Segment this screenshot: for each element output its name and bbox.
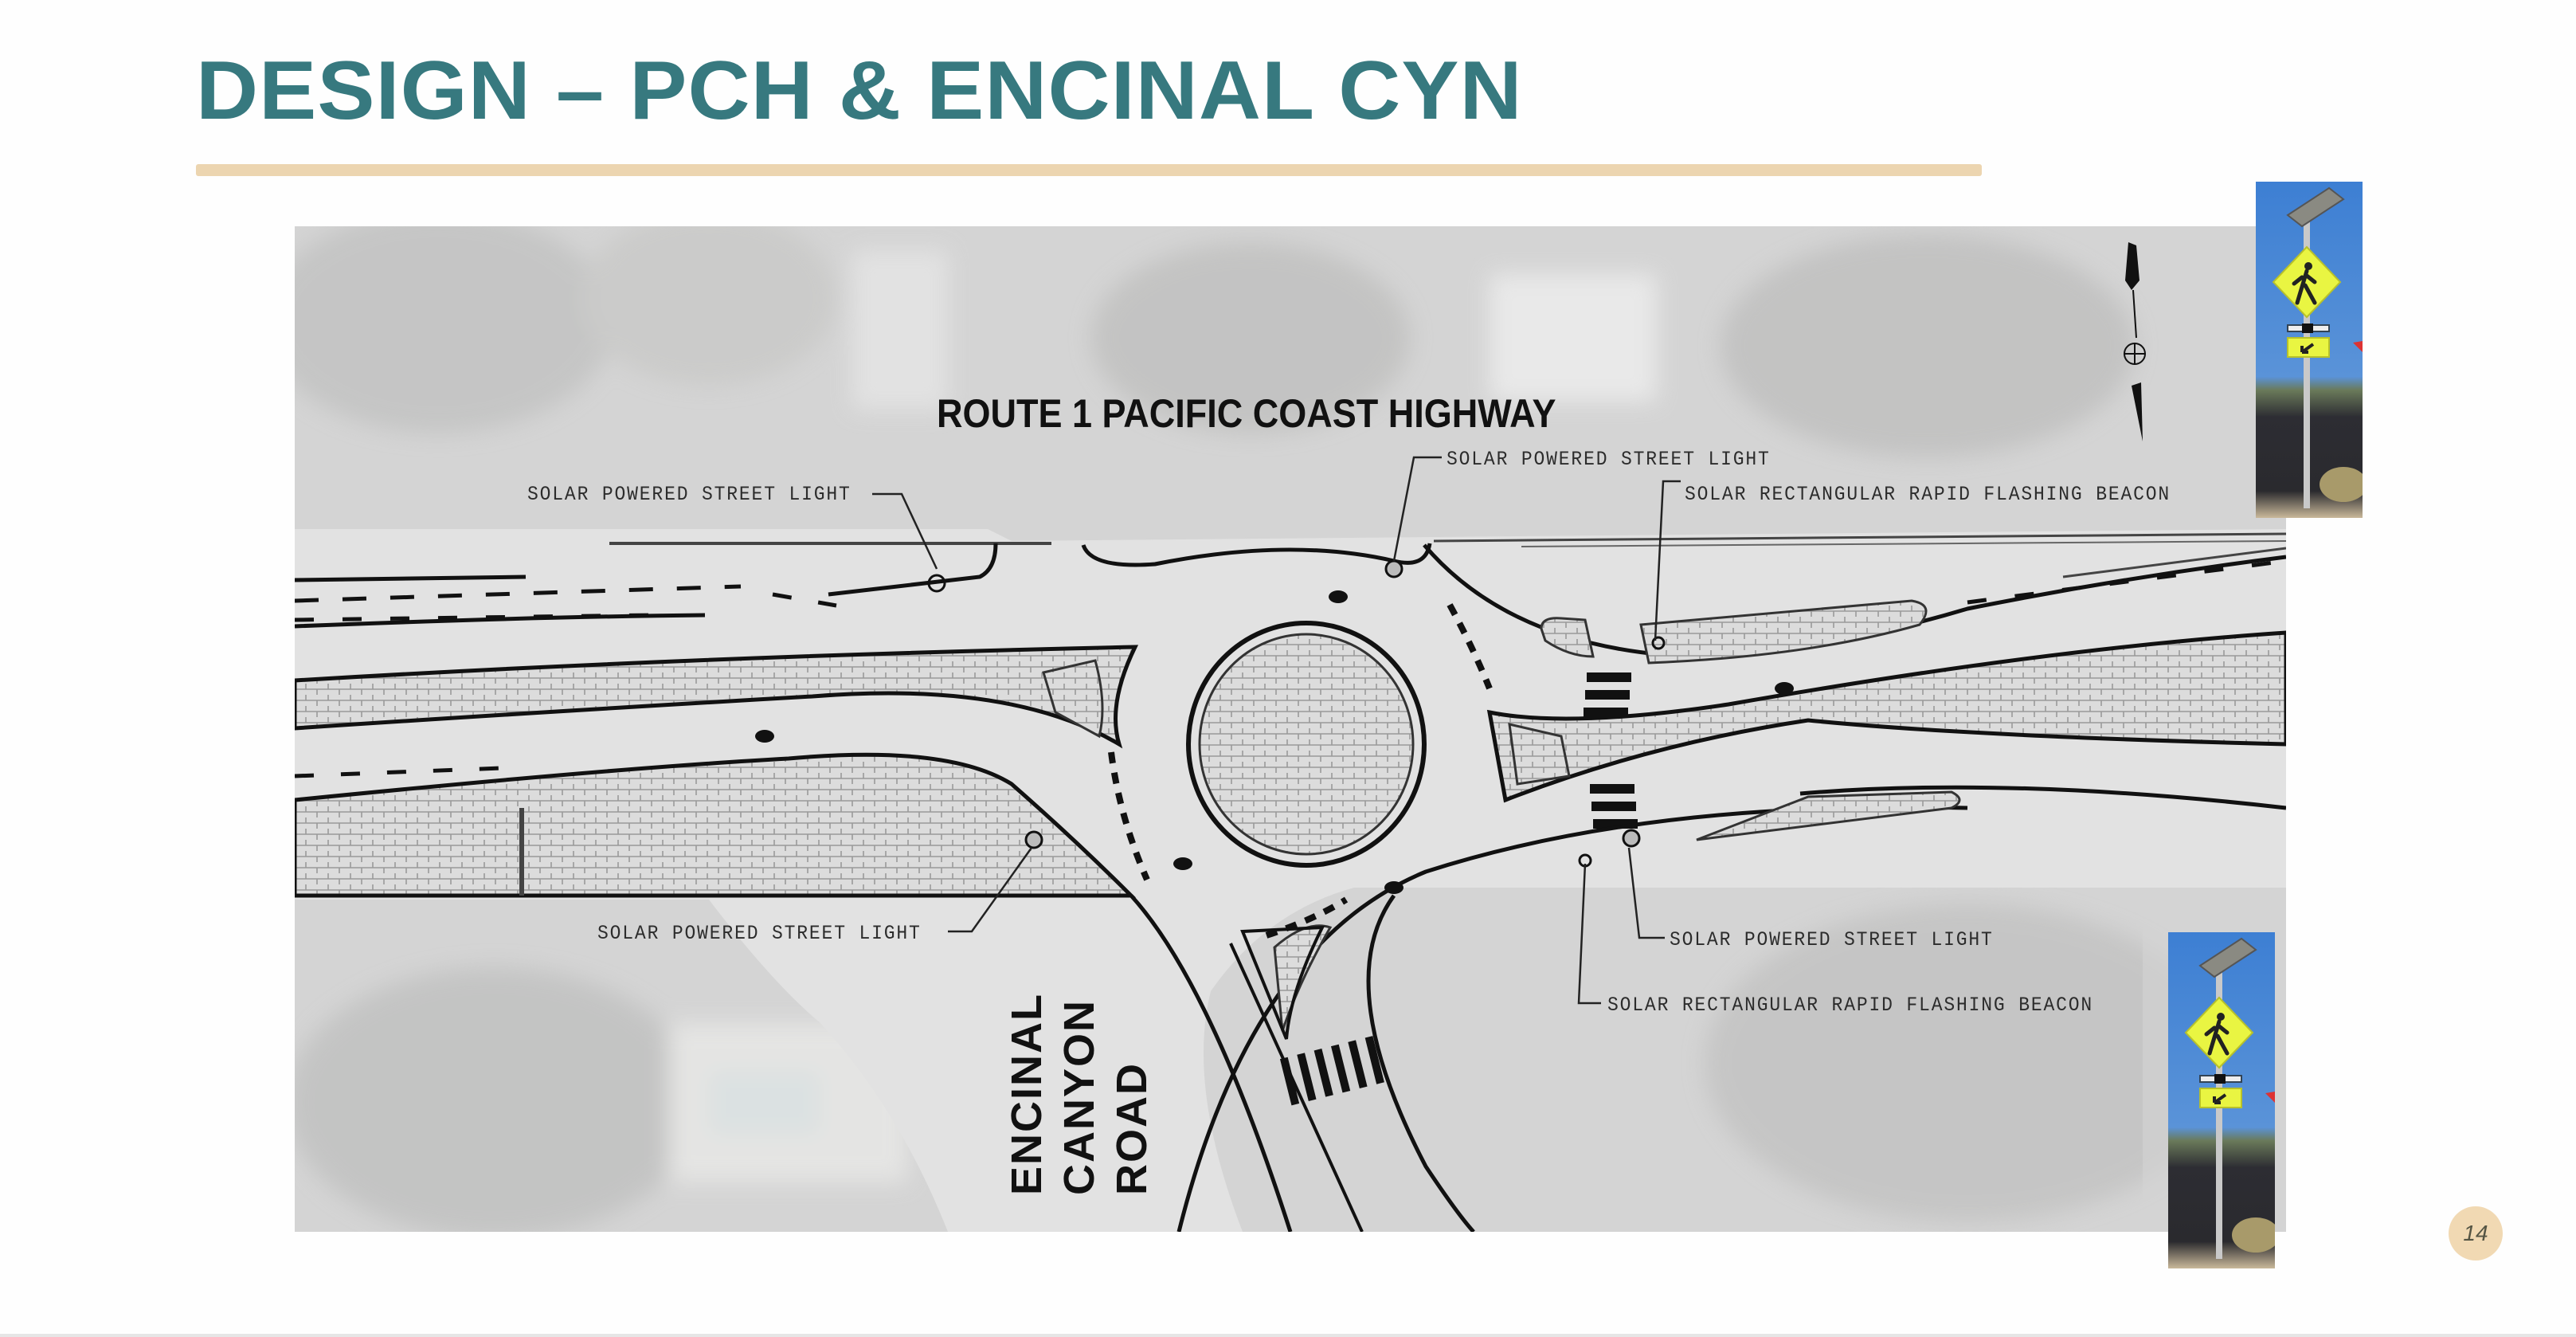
road-label-encinal-3: ROAD	[1108, 1062, 1156, 1195]
road-label-encinal-1: ENCINAL	[1003, 993, 1051, 1195]
callout-street-light-nw: SOLAR POWERED STREET LIGHT	[527, 483, 851, 506]
road-label-pch: ROUTE 1 PACIFIC COAST HIGHWAY	[937, 391, 1556, 436]
callout-street-light-n: SOLAR POWERED STREET LIGHT	[1447, 448, 1771, 471]
rrfb-photo-top	[2256, 182, 2363, 518]
slide-title: DESIGN – PCH & ENCINAL CYN	[196, 45, 1523, 137]
roundabout-plan-drawing: ROUTE 1 PACIFIC COAST HIGHWAY ENCINAL CA…	[295, 226, 2286, 1232]
rrfb-photo-bottom	[2168, 932, 2275, 1268]
callout-street-light-se: SOLAR POWERED STREET LIGHT	[1670, 928, 1994, 951]
page-number-badge: 14	[2449, 1206, 2503, 1261]
bottom-border	[0, 1334, 2576, 1337]
callout-rrfb-ne: SOLAR RECTANGULAR RAPID FLASHING BEACON	[1685, 483, 2171, 506]
pedestrian-crossing-sign-icon	[2272, 245, 2342, 319]
pedestrian-crossing-sign-icon	[2184, 996, 2254, 1069]
callout-street-light-sw: SOLAR POWERED STREET LIGHT	[597, 922, 922, 945]
rrfb-sign-illustration	[2272, 186, 2363, 508]
road-label-encinal-2: CANYON	[1055, 998, 1103, 1195]
rrfb-sign-illustration	[2184, 937, 2275, 1259]
north-arrow-icon	[2124, 242, 2146, 441]
plan-graphics	[295, 226, 2286, 1232]
callout-rrfb-se: SOLAR RECTANGULAR RAPID FLASHING BEACON	[1607, 994, 2094, 1017]
title-underline	[196, 164, 1982, 176]
